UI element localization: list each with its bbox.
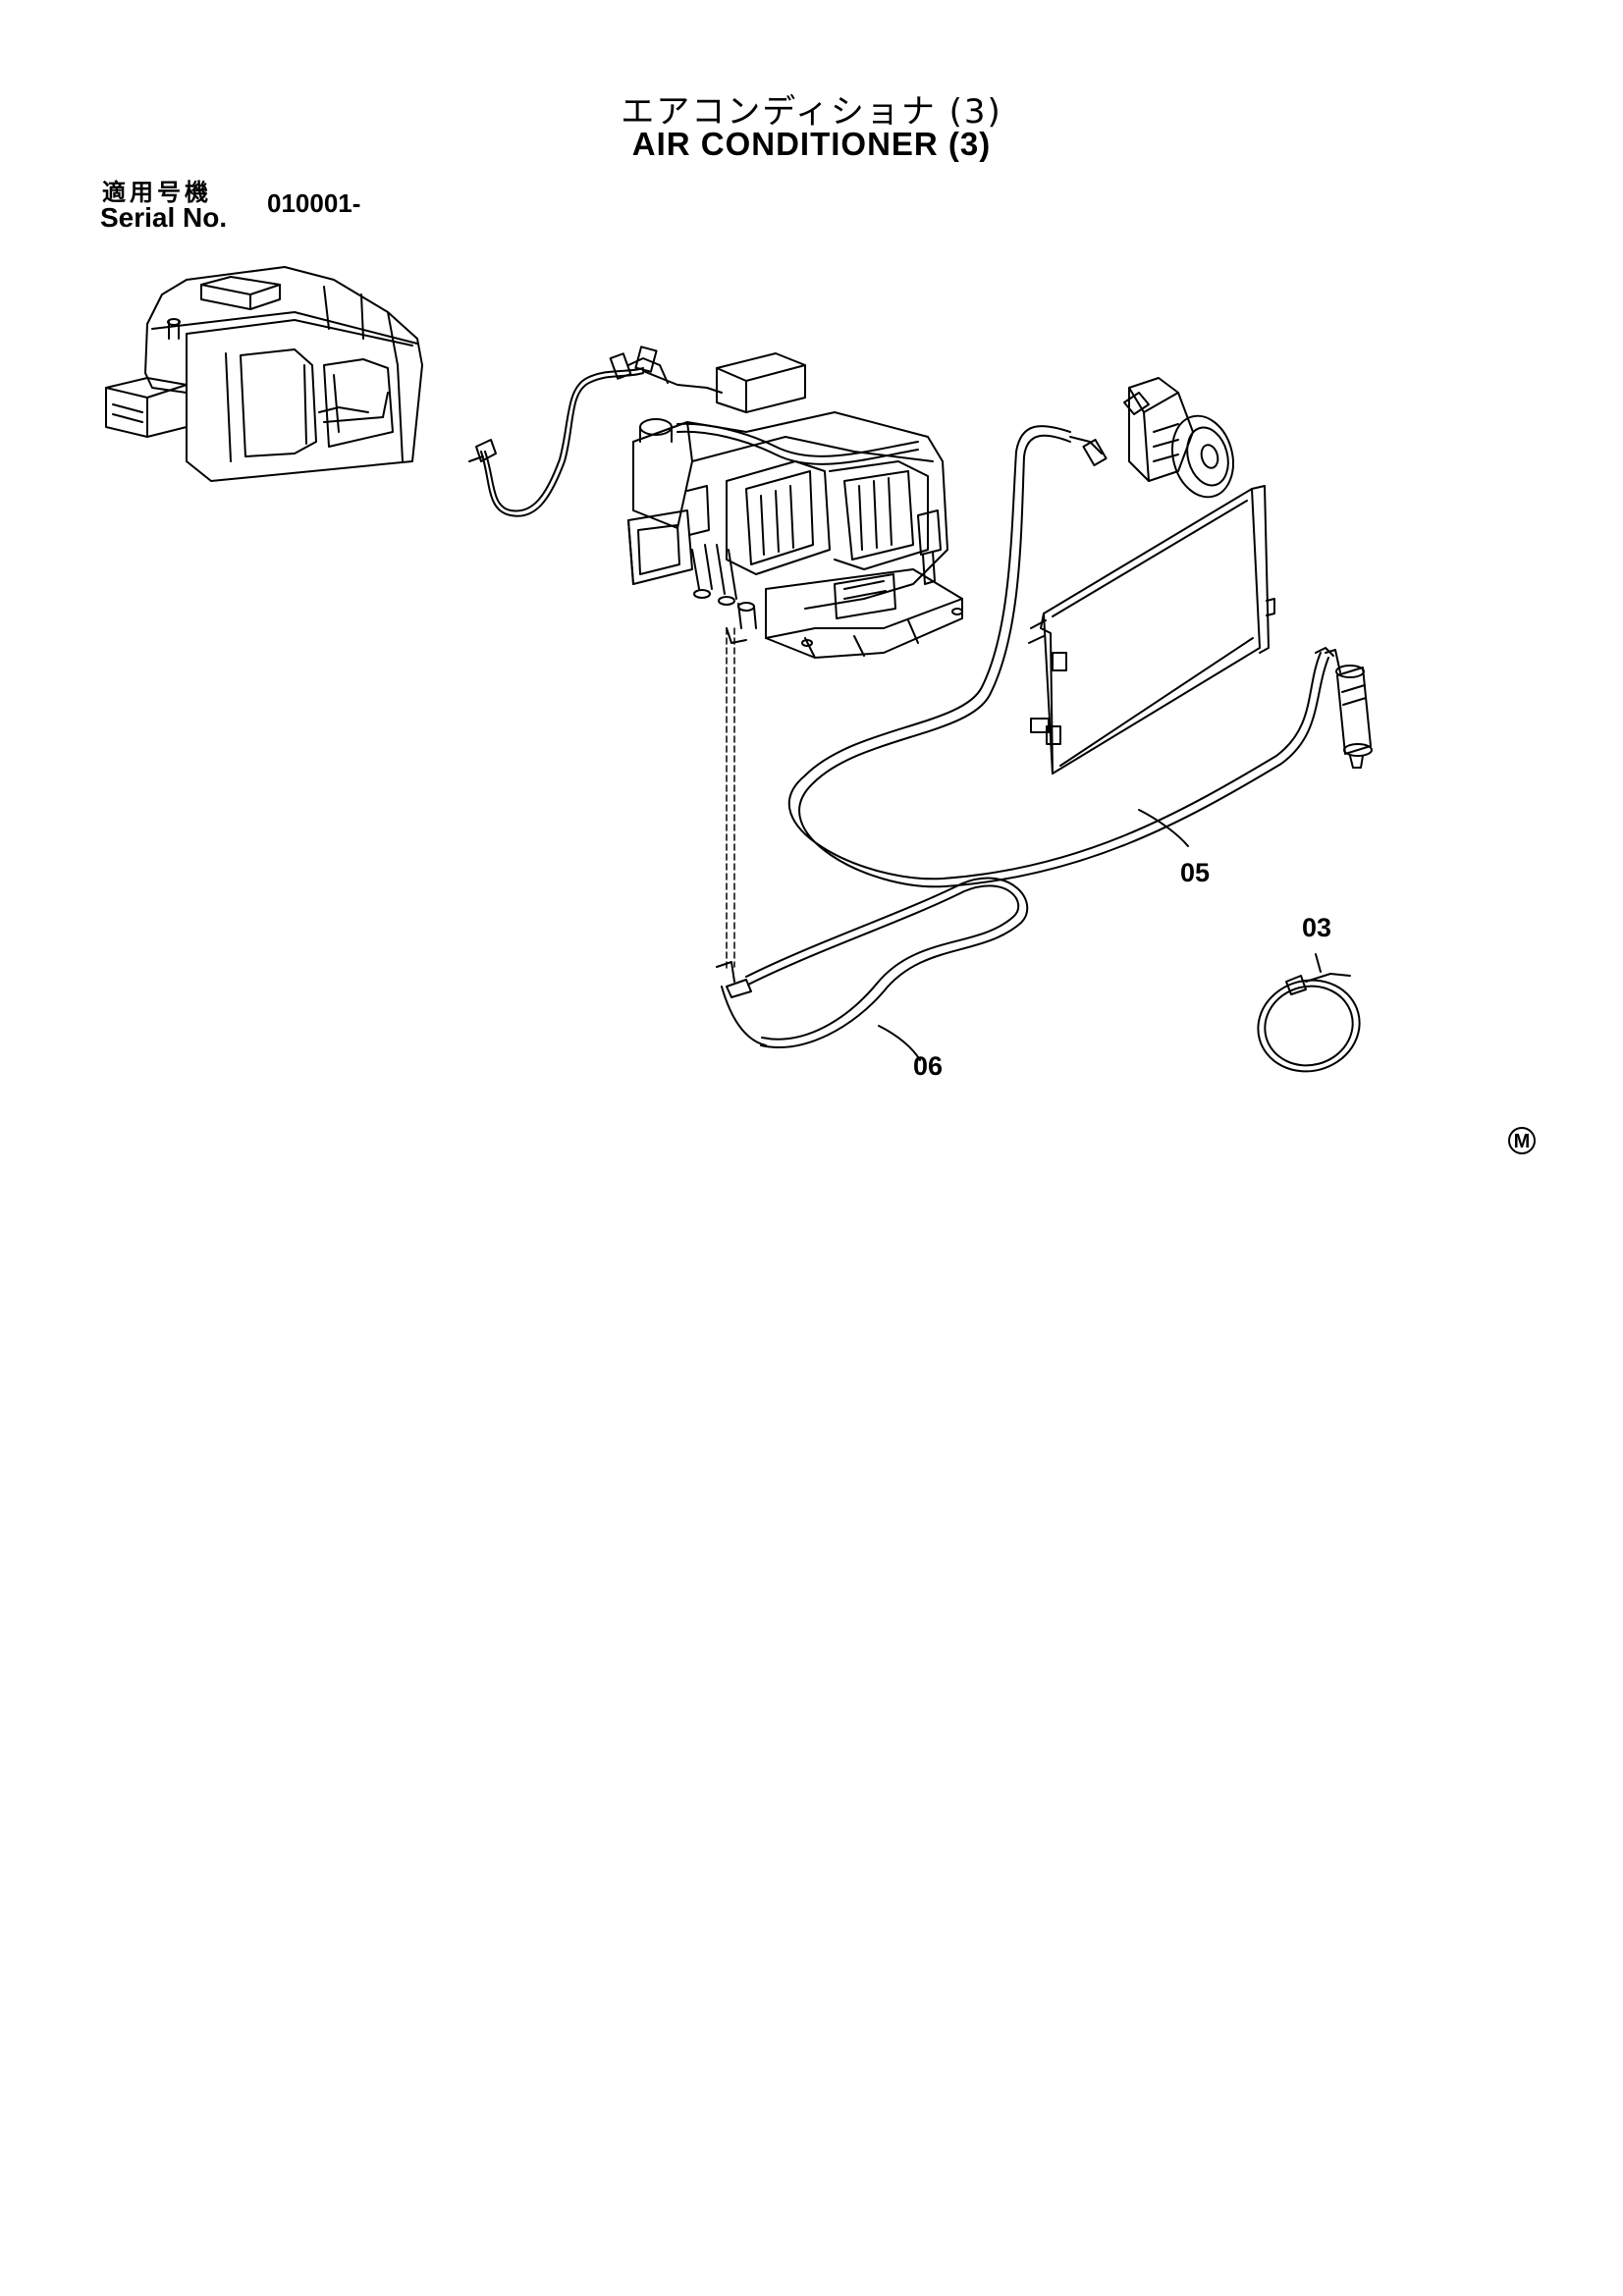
part-label-06: 06 xyxy=(913,1051,943,1081)
receiver-drier xyxy=(1315,647,1373,769)
hose-05 xyxy=(787,425,1329,888)
assembly-leader-lines xyxy=(726,627,735,973)
page-title: AIR CONDITIONER (3) xyxy=(631,126,992,162)
part-label-03: 03 xyxy=(1302,913,1331,942)
serial-label: Serial No. xyxy=(100,202,228,233)
corner-mark-letter: M xyxy=(1514,1131,1531,1152)
serial-number-value: 010001- xyxy=(267,188,361,218)
wiring-harness xyxy=(468,346,723,517)
excavator-cab-illustration xyxy=(105,266,423,482)
serial-label-japanese: 適用号機 xyxy=(102,179,212,206)
corner-mark: M xyxy=(1508,1127,1536,1154)
part-label-05: 05 xyxy=(1180,858,1210,887)
hose-band xyxy=(1257,953,1361,1073)
page-title-japanese: エアコンディショナ (3) xyxy=(621,92,1002,132)
condenser xyxy=(1028,485,1275,774)
compressor xyxy=(1069,377,1234,499)
hose-06 xyxy=(716,877,1029,1061)
air-conditioner-unit xyxy=(627,352,963,659)
